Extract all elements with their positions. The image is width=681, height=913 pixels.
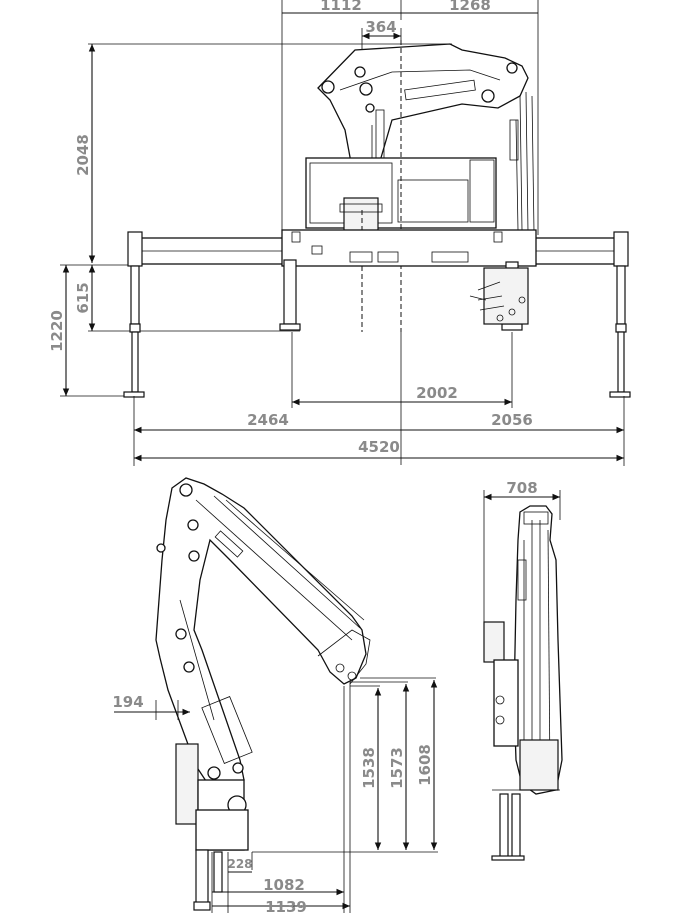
dim-4520: 4520	[358, 438, 400, 456]
dim-2048: 2048	[74, 134, 92, 176]
front-view: 1112 1268 364 2048 615 1220	[48, 0, 631, 466]
dim-2056: 2056	[491, 411, 533, 429]
dim-2002: 2002	[416, 384, 458, 402]
control-valves	[469, 267, 529, 325]
dim-1082: 1082	[263, 876, 305, 894]
dim-364: 364	[365, 18, 396, 36]
side-view: 194 1538 1573 1608 228 1082 1139	[112, 477, 438, 913]
dim-1139: 1139	[265, 898, 307, 913]
dim-194: 194	[112, 693, 143, 711]
rear-view: 708	[483, 479, 563, 861]
side-boom-outline	[155, 477, 367, 791]
dim-1608: 1608	[416, 744, 434, 786]
dim-228: 228	[227, 857, 252, 871]
dim-2464: 2464	[247, 411, 289, 429]
dim-1268: 1268	[449, 0, 491, 14]
dim-1573: 1573	[388, 747, 406, 789]
dim-1220: 1220	[48, 310, 66, 352]
dim-1538: 1538	[360, 747, 378, 789]
side-valves	[175, 743, 199, 825]
dim-708: 708	[506, 479, 537, 497]
dim-1112: 1112	[320, 0, 362, 14]
dim-615: 615	[74, 282, 92, 313]
